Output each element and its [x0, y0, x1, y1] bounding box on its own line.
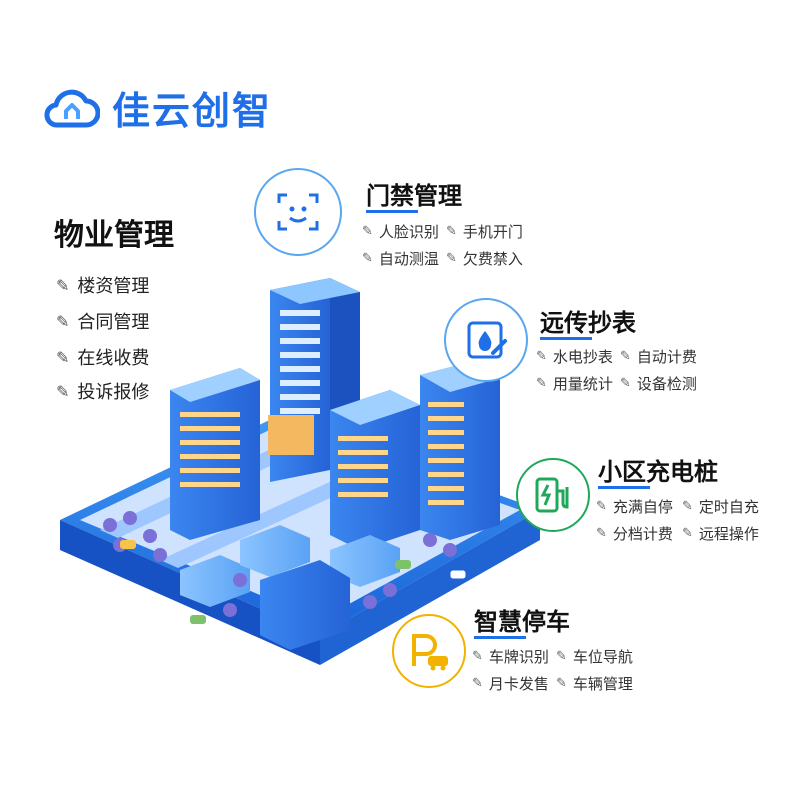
wrench-icon: ✎	[682, 499, 693, 514]
parking-feature: ✎车牌识别	[472, 648, 549, 666]
wrench-icon: ✎	[362, 251, 373, 266]
wrench-icon: ✎	[556, 676, 567, 691]
charging-feature: ✎定时自充	[682, 498, 759, 516]
wrench-icon: ✎	[446, 251, 457, 266]
charging-feature: ✎充满自停	[596, 498, 673, 516]
access-bubble	[254, 168, 342, 256]
property-item: ✎在线收费	[56, 347, 150, 370]
access-underline	[366, 210, 418, 213]
parking-feature: ✎车位导航	[556, 648, 633, 666]
wrench-icon: ✎	[56, 347, 70, 367]
smart-city-illustration-icon	[60, 278, 540, 665]
meter-feature: ✎自动计费	[620, 348, 697, 366]
charging-pile-icon	[535, 477, 569, 513]
water-drop-icon	[467, 321, 507, 359]
charging-feature: ✎分档计费	[596, 525, 673, 543]
wrench-icon: ✎	[556, 649, 567, 664]
wrench-icon: ✎	[620, 349, 631, 364]
wrench-icon: ✎	[536, 376, 547, 391]
wrench-icon: ✎	[472, 676, 483, 691]
brand-header: 佳云创智	[44, 80, 272, 135]
cloud-home-icon	[44, 89, 100, 128]
charging-feature: ✎远程操作	[682, 525, 759, 543]
meter-bubble	[444, 298, 528, 382]
face-scan-icon	[277, 193, 319, 231]
wrench-icon: ✎	[56, 381, 70, 401]
brand-name: 佳云创智	[112, 89, 273, 133]
access-title: 门禁管理	[366, 182, 462, 210]
wrench-icon: ✎	[596, 499, 607, 514]
access-feature: ✎自动测温	[362, 250, 439, 268]
meter-underline	[540, 337, 592, 340]
wrench-icon: ✎	[362, 224, 373, 239]
access-feature: ✎人脸识别	[362, 223, 439, 241]
parking-title: 智慧停车	[474, 608, 570, 636]
access-feature: ✎欠费禁入	[446, 250, 523, 268]
property-item: ✎投诉报修	[56, 381, 150, 404]
wrench-icon: ✎	[56, 311, 70, 331]
meter-title: 远传抄表	[540, 309, 636, 337]
meter-feature: ✎用量统计	[536, 375, 613, 393]
wrench-icon: ✎	[620, 376, 631, 391]
parking-car-icon	[412, 634, 448, 671]
wrench-icon: ✎	[536, 349, 547, 364]
meter-feature: ✎水电抄表	[536, 348, 613, 366]
meter-feature: ✎设备检测	[620, 375, 697, 393]
parking-feature: ✎车辆管理	[556, 675, 633, 693]
wrench-icon: ✎	[56, 275, 70, 295]
property-item: ✎合同管理	[56, 311, 150, 334]
property-title: 物业管理	[54, 218, 174, 253]
wrench-icon: ✎	[682, 526, 693, 541]
wrench-icon: ✎	[446, 224, 457, 239]
parking-underline	[474, 636, 526, 639]
access-feature: ✎手机开门	[446, 223, 523, 241]
wrench-icon: ✎	[596, 526, 607, 541]
parking-bubble	[392, 614, 466, 688]
charging-underline	[598, 486, 650, 489]
property-item: ✎楼资管理	[56, 275, 150, 298]
wrench-icon: ✎	[472, 649, 483, 664]
charging-title: 小区充电桩	[598, 458, 718, 486]
parking-feature: ✎月卡发售	[472, 675, 549, 693]
charging-bubble	[516, 458, 590, 532]
